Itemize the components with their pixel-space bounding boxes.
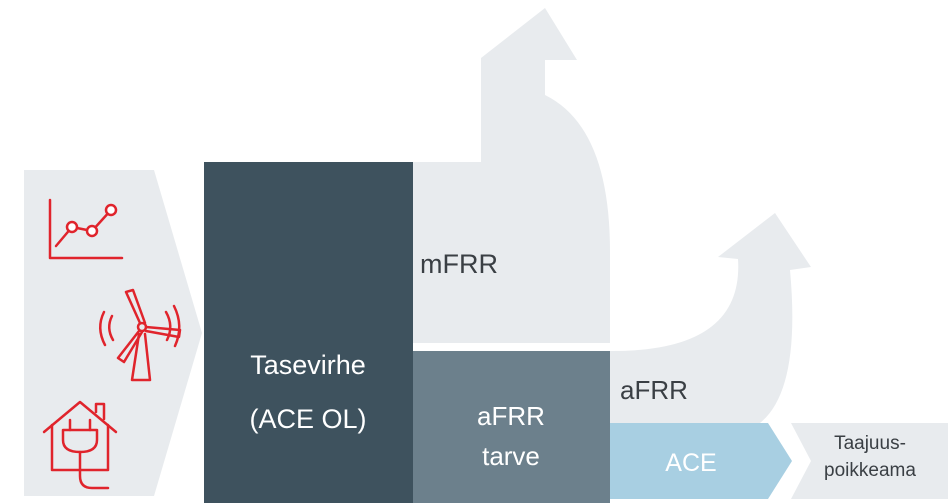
afrr-tarve-label-line2: tarve (482, 441, 540, 471)
afrr-arrow (610, 213, 811, 423)
tasevirhe-label-line1: Tasevirhe (250, 350, 366, 380)
house-plug-icon (42, 400, 118, 490)
wind-turbine-icon (99, 288, 182, 382)
ace-label: ACE (665, 449, 716, 477)
taajuus-label-line2: poikkeama (824, 460, 916, 481)
afrr-tarve-label-line1: aFRR (477, 401, 545, 431)
input-chevron-panel (24, 170, 202, 496)
taajuus-chevron (791, 423, 948, 499)
mfrr-label: mFRR (420, 249, 498, 279)
tasevirhe-block (204, 162, 413, 503)
afrr-tarve-block (413, 351, 610, 503)
mfrr-arrow (413, 8, 610, 343)
afrr-label: aFRR (620, 375, 688, 405)
ace-chevron (610, 423, 792, 499)
line-chart-icon (48, 198, 124, 260)
tasevirhe-label-line2: (ACE OL) (249, 404, 366, 434)
taajuus-label-line1: Taajuus- (834, 433, 906, 454)
